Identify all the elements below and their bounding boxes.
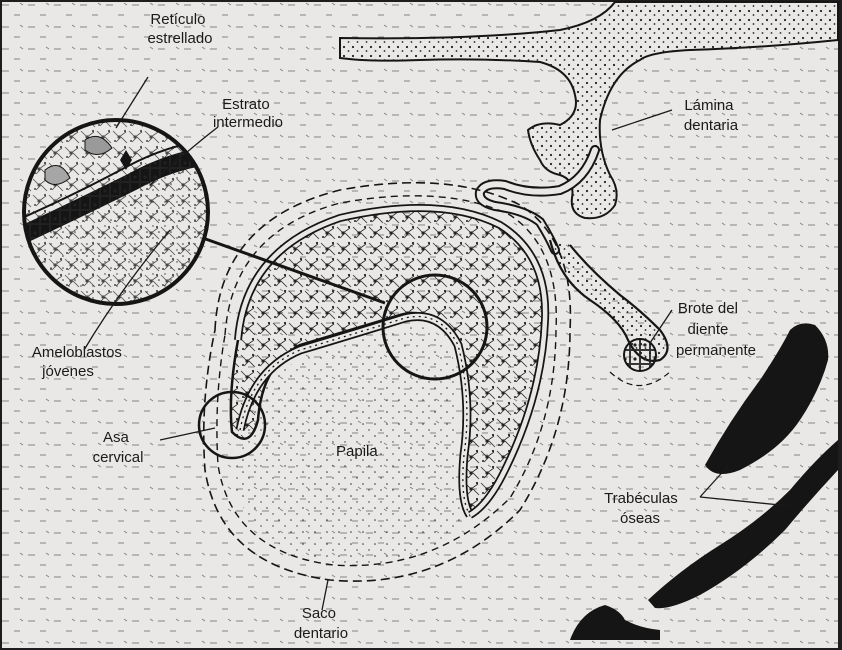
label-estrato-intermedio: Estrato intermedio bbox=[213, 96, 283, 131]
permanent-bud bbox=[624, 339, 656, 371]
label-papila: Papila bbox=[336, 443, 378, 460]
